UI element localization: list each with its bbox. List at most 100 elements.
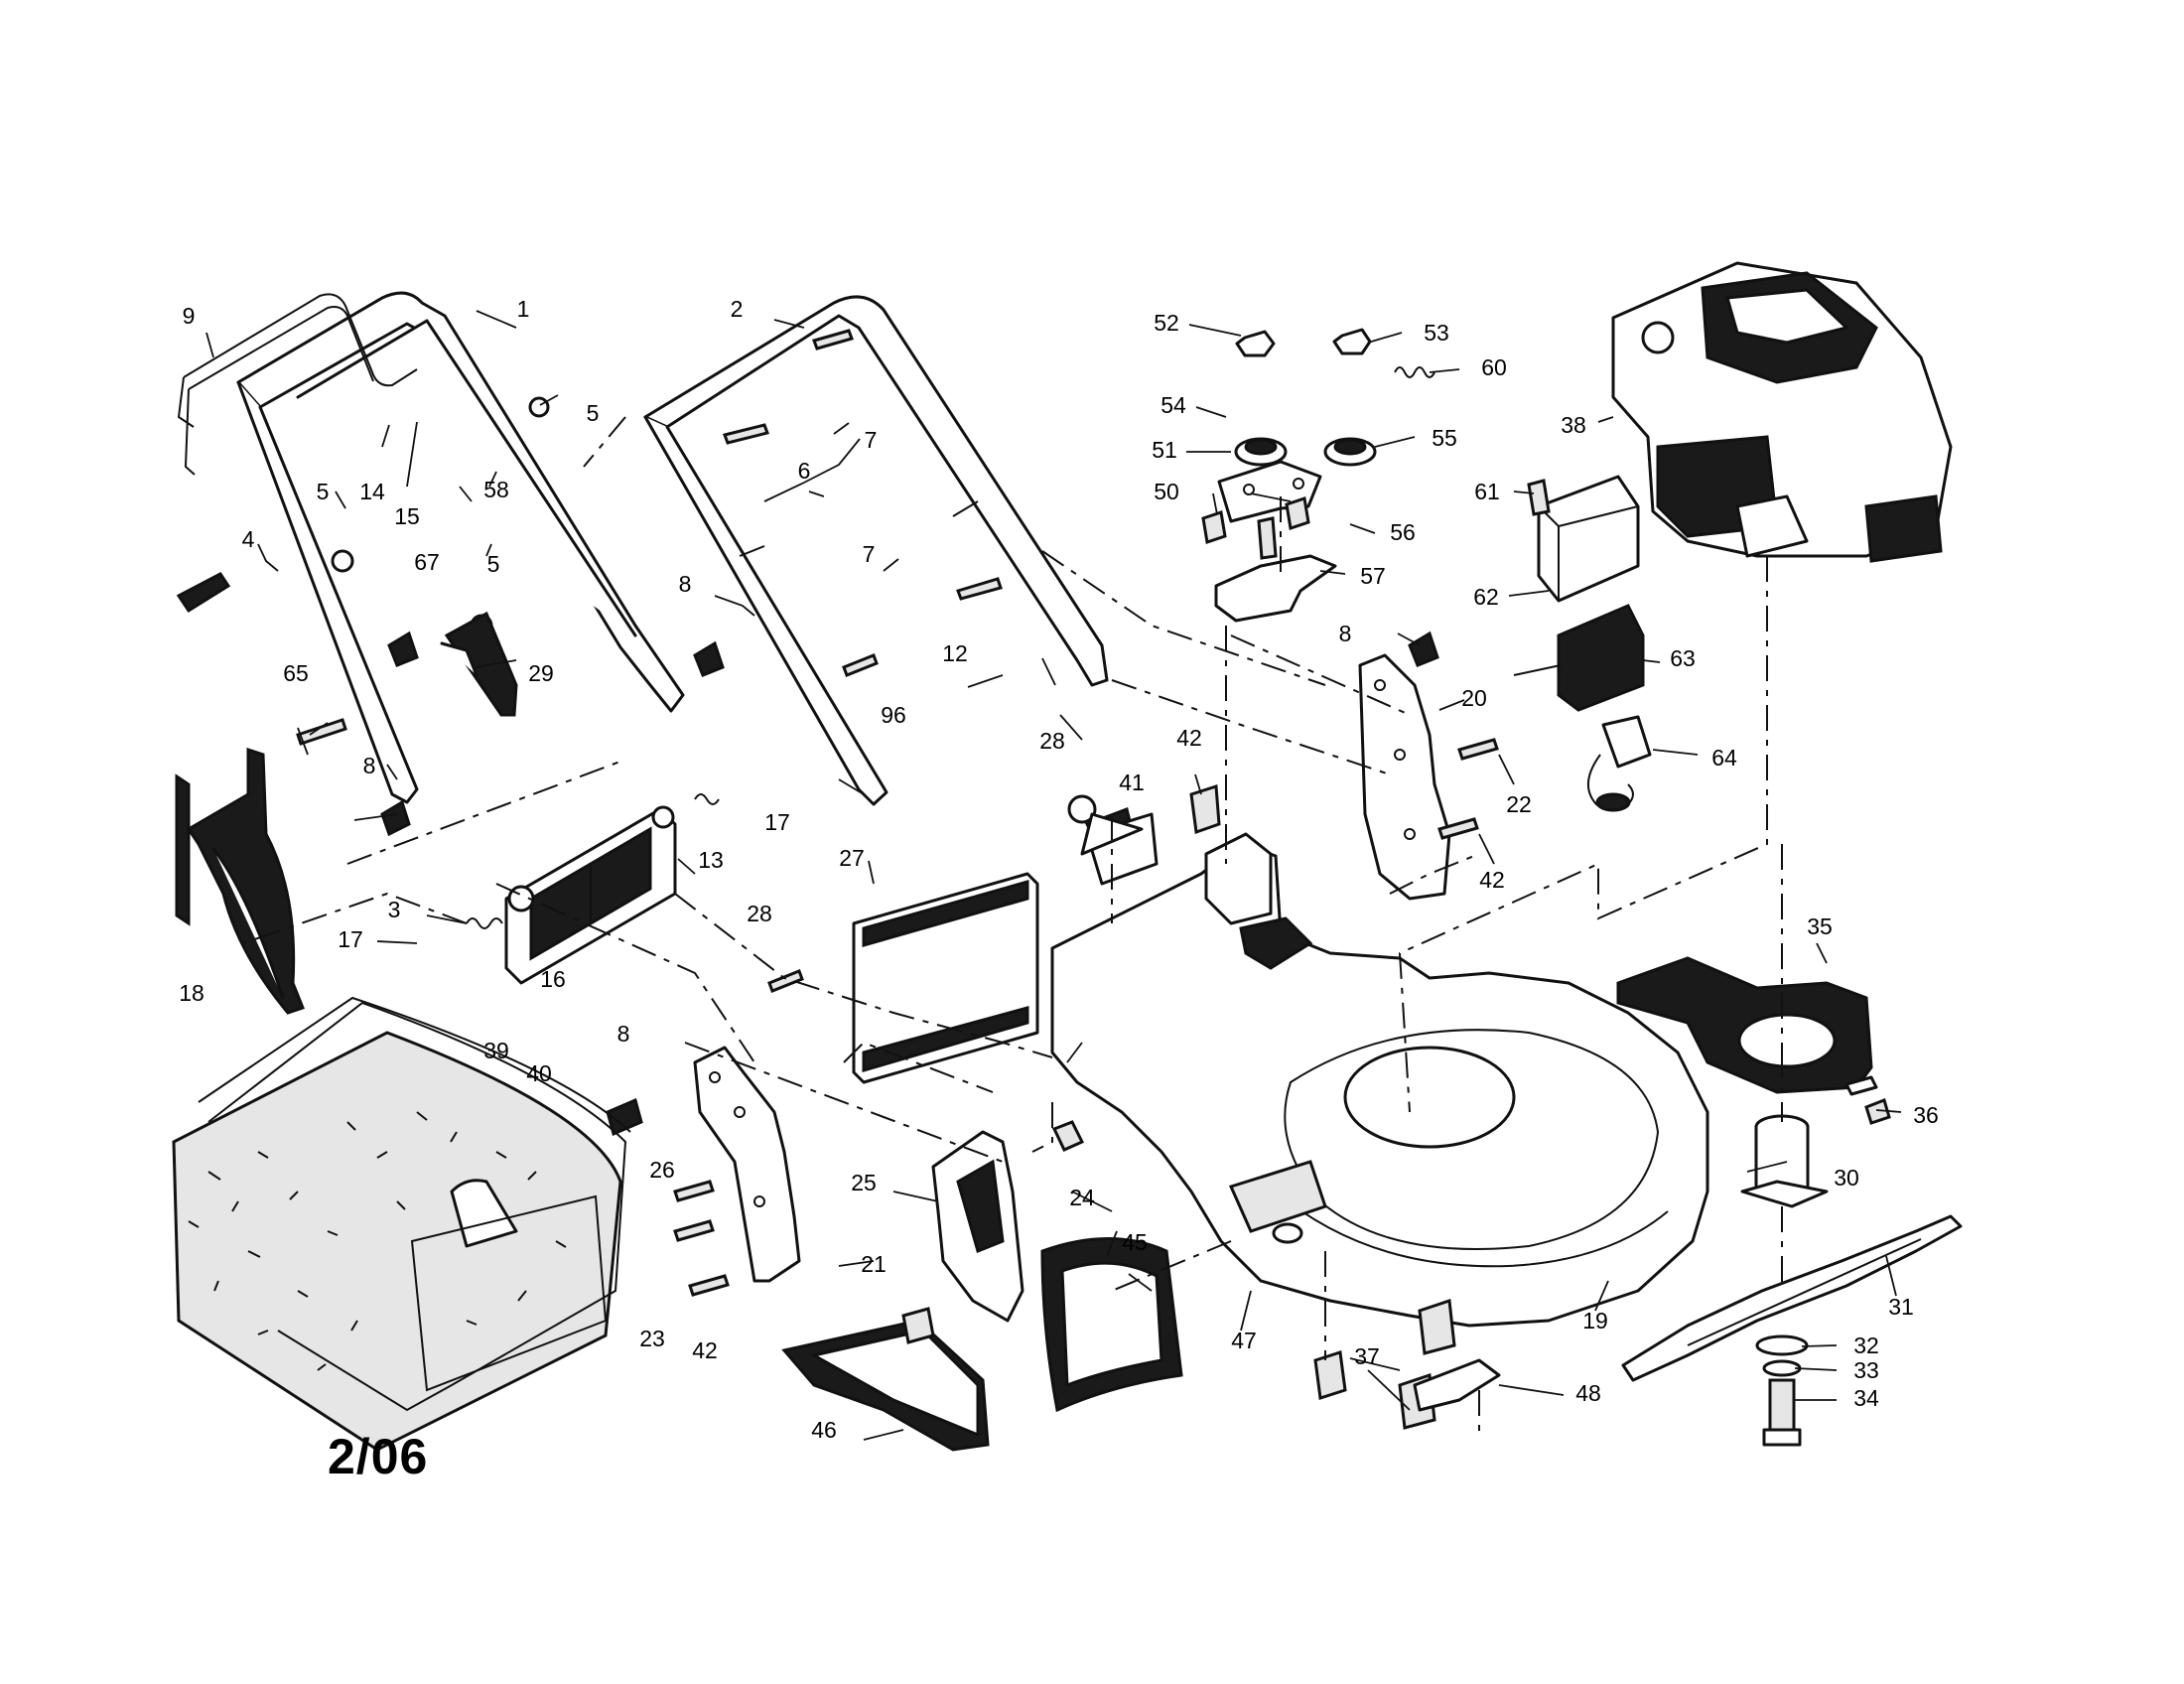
pulleys: [1234, 437, 1377, 467]
lower-handle: [643, 295, 1109, 806]
callout-39: 39: [483, 1038, 509, 1063]
callout-63: 63: [1670, 645, 1696, 671]
small-nuts-and-springs: [1201, 328, 1435, 544]
callout-3: 3: [388, 897, 401, 922]
callout-37: 37: [1354, 1343, 1380, 1369]
side-discharge-chute: [1040, 1237, 1183, 1413]
blade: [1621, 1214, 1963, 1382]
callout-28-b: 28: [747, 901, 772, 926]
callout-8-d: 8: [617, 1021, 630, 1047]
callout-47: 47: [1231, 1328, 1257, 1353]
callout-40: 40: [526, 1060, 552, 1086]
callout-24: 24: [1069, 1185, 1095, 1210]
callout-5-c: 5: [487, 551, 500, 577]
rear-flap: [175, 747, 305, 1015]
callout-42-b: 42: [1479, 867, 1505, 893]
callout-96: 96: [881, 702, 906, 728]
callout-13: 13: [698, 847, 724, 873]
callout-29: 29: [528, 660, 554, 686]
callout-8-a: 8: [363, 753, 376, 778]
callout-17-b: 17: [338, 926, 363, 952]
rear-door: [504, 805, 677, 985]
callout-4: 4: [242, 526, 255, 552]
callout-48: 48: [1575, 1380, 1601, 1406]
control-bar-assembly: [440, 611, 518, 717]
blade-adapter: [1740, 1114, 1829, 1208]
callout-17-a: 17: [764, 809, 790, 835]
callout-18: 18: [179, 980, 205, 1006]
callout-2: 2: [731, 296, 744, 322]
callout-45: 45: [1122, 1229, 1148, 1255]
callout-60: 60: [1481, 354, 1507, 380]
height-adjuster-front: [1358, 653, 1499, 901]
brake-plate: [1214, 516, 1337, 623]
callout-15: 15: [394, 503, 420, 529]
callout-38: 38: [1561, 412, 1586, 438]
callout-34: 34: [1853, 1385, 1879, 1411]
upper-handle: [236, 291, 685, 804]
callout-42-a: 42: [1176, 725, 1202, 751]
callout-65: 65: [283, 660, 309, 686]
charger: [1587, 715, 1652, 812]
callout-1: 1: [517, 296, 530, 322]
callout-7-b: 7: [863, 541, 876, 567]
callout-8-b: 8: [679, 571, 692, 597]
engine: [1611, 261, 1953, 563]
callout-46: 46: [811, 1417, 837, 1443]
handle-bolts: [296, 329, 1003, 746]
callout-50: 50: [1154, 479, 1179, 504]
callout-61: 61: [1474, 479, 1500, 504]
callout-21: 21: [861, 1251, 887, 1277]
blade-adapter-deck-bolts: [1051, 1120, 1501, 1430]
callout-64: 64: [1711, 745, 1737, 771]
callout-56: 56: [1390, 519, 1416, 545]
callout-20: 20: [1461, 685, 1487, 711]
baffle: [1616, 956, 1878, 1096]
callout-42-c: 42: [692, 1337, 718, 1363]
height-adjuster-rear: [673, 1046, 801, 1297]
callout-52: 52: [1154, 310, 1179, 336]
callout-8-c: 8: [1339, 621, 1352, 646]
battery-box: [1527, 475, 1640, 603]
leader-lines: [205, 310, 1902, 1441]
callout-27: 27: [839, 845, 865, 871]
handle-knobs: [176, 572, 1439, 1137]
callout-30: 30: [1834, 1165, 1859, 1191]
callout-22: 22: [1506, 791, 1532, 817]
callout-26: 26: [649, 1157, 675, 1183]
callout-12: 12: [942, 640, 968, 666]
callout-19: 19: [1582, 1308, 1608, 1333]
callout-28-a: 28: [1039, 728, 1065, 754]
callout-57: 57: [1360, 563, 1386, 589]
date-code: 2/06: [328, 1429, 429, 1484]
callout-35: 35: [1807, 913, 1833, 939]
callout-41: 41: [1119, 770, 1145, 795]
callout-62: 62: [1473, 584, 1499, 610]
assembly-centerlines: [242, 416, 1783, 1435]
callout-53: 53: [1424, 320, 1449, 346]
callout-36: 36: [1913, 1102, 1939, 1128]
callout-55: 55: [1432, 425, 1457, 451]
callout-67: 67: [414, 549, 440, 575]
side-chute-deflector: [781, 1307, 990, 1452]
callout-6: 6: [798, 458, 811, 484]
rear-skirt: [767, 794, 1097, 1084]
callout-33: 33: [1853, 1357, 1879, 1383]
callout-5-b: 5: [317, 479, 330, 504]
deflector-bracket: [1080, 812, 1159, 886]
rear-door-spring: [466, 793, 720, 929]
callout-51: 51: [1152, 437, 1177, 463]
blade-hardware: [1755, 1098, 1891, 1447]
callout-5-a: 5: [587, 400, 600, 426]
callout-16: 16: [540, 966, 566, 992]
callout-7-a: 7: [865, 427, 878, 453]
callout-25: 25: [851, 1170, 877, 1195]
callout-54: 54: [1160, 392, 1186, 418]
callout-58: 58: [483, 477, 509, 502]
callout-31: 31: [1888, 1294, 1914, 1320]
callout-32: 32: [1853, 1333, 1879, 1358]
battery: [1513, 604, 1645, 712]
bail-handle: [177, 293, 418, 476]
mulch-plug: [931, 1130, 1024, 1323]
